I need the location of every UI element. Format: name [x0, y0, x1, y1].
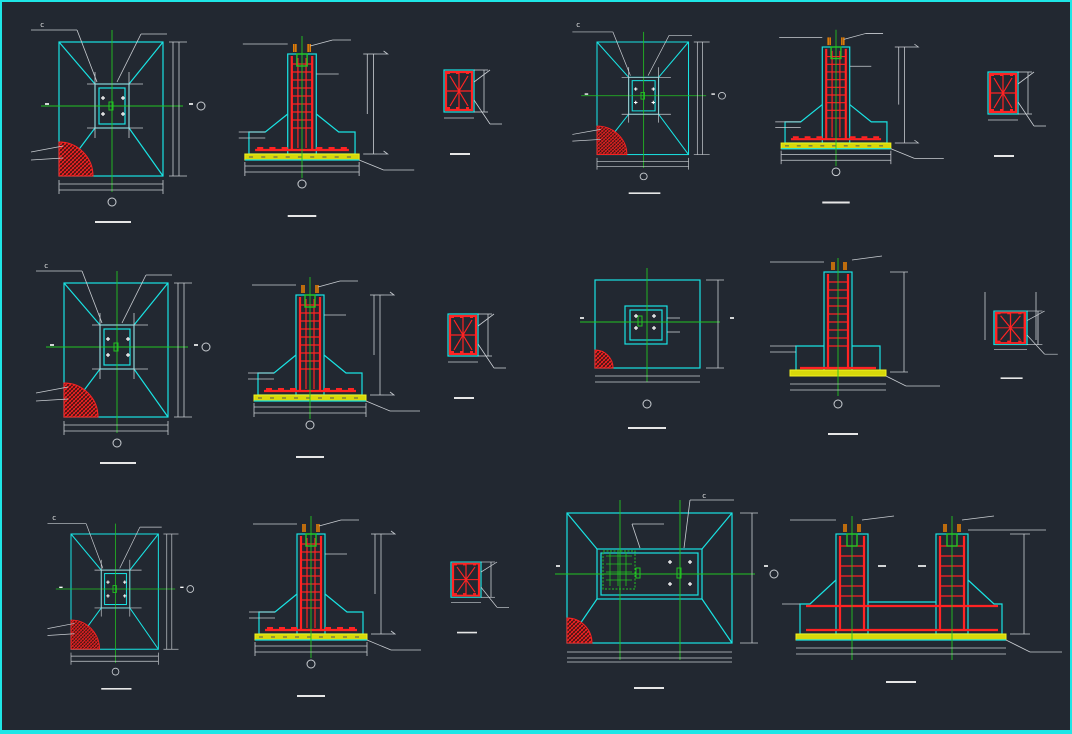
- section-view-j2: [246, 275, 422, 459]
- section-view-j3: [247, 514, 423, 698]
- axis-mark-j1: c: [40, 21, 44, 29]
- column-section-j1: [442, 68, 504, 156]
- axis-mark-j2: c: [44, 262, 48, 270]
- plan-view-j3: c: [46, 514, 195, 690]
- plan-view-j4: c: [571, 21, 727, 195]
- axis-mark-j3: c: [52, 514, 56, 522]
- plan-view-j1: c: [30, 21, 206, 223]
- column-section-j4: [986, 70, 1048, 158]
- section-view-j6-double: [782, 515, 1062, 683]
- plan-view-j6-double: c: [555, 492, 779, 689]
- axis-mark-j4: c: [576, 21, 580, 29]
- plan-view-j2: c: [35, 262, 211, 464]
- column-section-j2: [446, 312, 508, 400]
- plan-view-j5: [580, 268, 734, 429]
- column-section-j5: [984, 292, 1060, 380]
- section-view-j4: [774, 28, 945, 204]
- axis-mark-j6: c: [702, 492, 706, 500]
- section-view-j5: [770, 255, 940, 435]
- section-view-j1: [237, 34, 416, 218]
- column-section-j3: [449, 560, 511, 634]
